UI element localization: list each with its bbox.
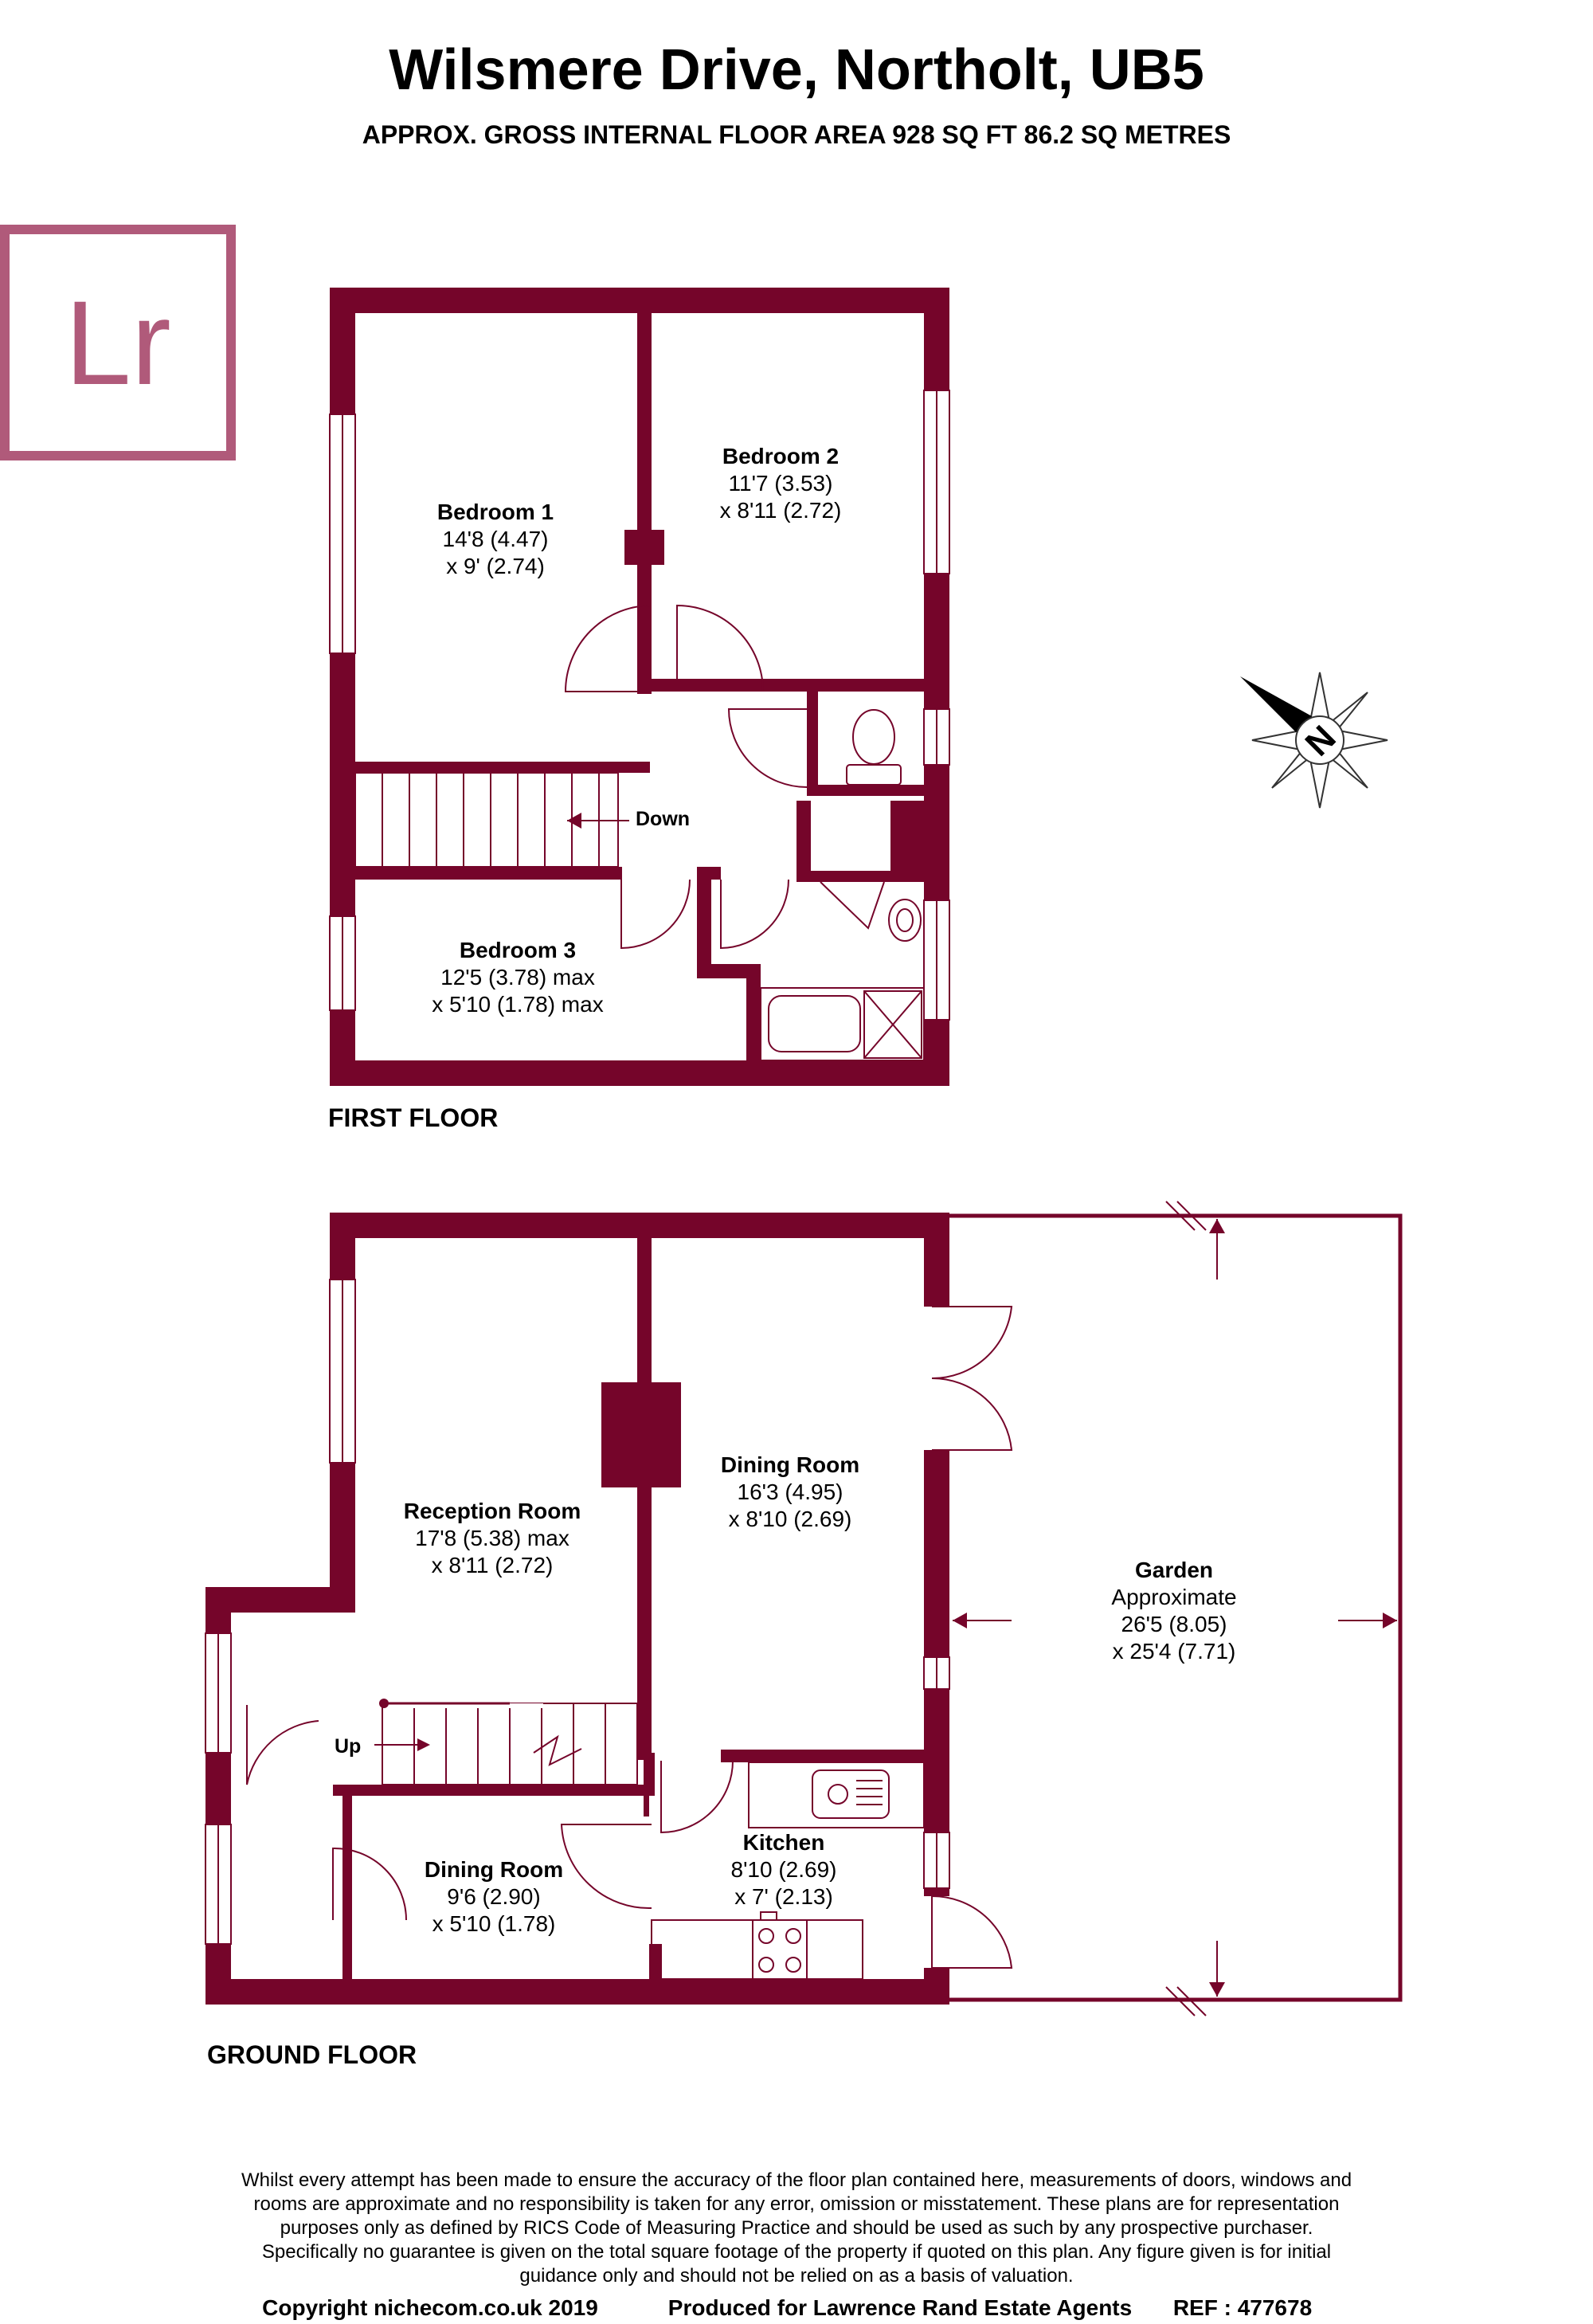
agent-logo: Lr (0, 225, 236, 460)
room-dim-kitchen-b: x 7' (2.13) (734, 1884, 833, 1909)
room-dim-dining-room-2-b: x 5'10 (1.78) (432, 1911, 556, 1936)
room-dim-bedroom-3-b: x 5'10 (1.78) max (432, 992, 603, 1017)
page-title: Wilsmere Drive, Northolt, UB5 (389, 38, 1204, 102)
room-name-dining-room-1: Dining Room (721, 1452, 859, 1477)
room-name-garden: Garden (1135, 1558, 1213, 1582)
ground-floor-label: GROUND FLOOR (207, 2040, 417, 2069)
svg-text:Whilst every attempt has been: Whilst every attempt has been made to en… (241, 2169, 1352, 2191)
room-dim-reception-room-a: 17'8 (5.38) max (415, 1526, 569, 1550)
room-dim-dining-room-2-a: 9'6 (2.90) (447, 1884, 540, 1909)
room-name-dining-room-2: Dining Room (425, 1857, 563, 1882)
svg-text:guidance only and should not b: guidance only and should not be relied o… (519, 2265, 1073, 2287)
room-name-kitchen: Kitchen (743, 1830, 825, 1855)
stairs-down-label: Down (636, 808, 690, 830)
stairs-up-label: Up (335, 1735, 361, 1758)
room-dim-dining-room-1-a: 16'3 (4.95) (738, 1479, 843, 1504)
page-subtitle: APPROX. GROSS INTERNAL FLOOR AREA 928 SQ… (362, 120, 1231, 149)
compass-icon: N (1240, 672, 1388, 809)
room-dim-dining-room-1-b: x 8'10 (2.69) (729, 1507, 852, 1531)
ground-floor-plan (205, 1201, 1403, 2016)
footer-ref: REF : 477678 (1173, 2295, 1312, 2320)
footer-produced: Produced for Lawrence Rand Estate Agents (668, 2295, 1132, 2320)
room-dim-bedroom-2-a: 11'7 (3.53) (729, 471, 833, 496)
room-note-garden: Approximate (1111, 1585, 1236, 1609)
disclaimer: Whilst every attempt has been made to en… (241, 2169, 1352, 2287)
room-dim-bedroom-3-a: 12'5 (3.78) max (440, 965, 595, 990)
room-dim-bedroom-2-b: x 8'11 (2.72) (720, 498, 842, 523)
svg-text:rooms are approximate and no r: rooms are approximate and no responsibil… (254, 2193, 1340, 2215)
room-dim-kitchen-a: 8'10 (2.69) (731, 1857, 837, 1882)
svg-text:Lr: Lr (65, 276, 170, 410)
first-floor-label: FIRST FLOOR (328, 1103, 498, 1132)
svg-text:Specifically no guarantee is g: Specifically no guarantee is given on th… (262, 2241, 1331, 2263)
room-name-bedroom-3: Bedroom 3 (460, 938, 576, 962)
room-dim-reception-room-b: x 8'11 (2.72) (432, 1553, 554, 1577)
footer-copyright: Copyright nichecom.co.uk 2019 (262, 2295, 598, 2320)
room-name-reception-room: Reception Room (404, 1499, 581, 1523)
room-dim-bedroom-1-b: x 9' (2.74) (446, 554, 545, 578)
room-name-bedroom-1: Bedroom 1 (437, 500, 554, 524)
first-floor-plan (329, 288, 950, 1086)
room-name-bedroom-2: Bedroom 2 (722, 444, 839, 468)
svg-text:purposes only as defined by RI: purposes only as defined by RICS Code of… (280, 2217, 1313, 2239)
room-dim-garden-a: 26'5 (8.05) (1121, 1612, 1227, 1636)
room-dim-garden-b: x 25'4 (7.71) (1113, 1639, 1236, 1664)
room-dim-bedroom-1-a: 14'8 (4.47) (443, 527, 549, 551)
